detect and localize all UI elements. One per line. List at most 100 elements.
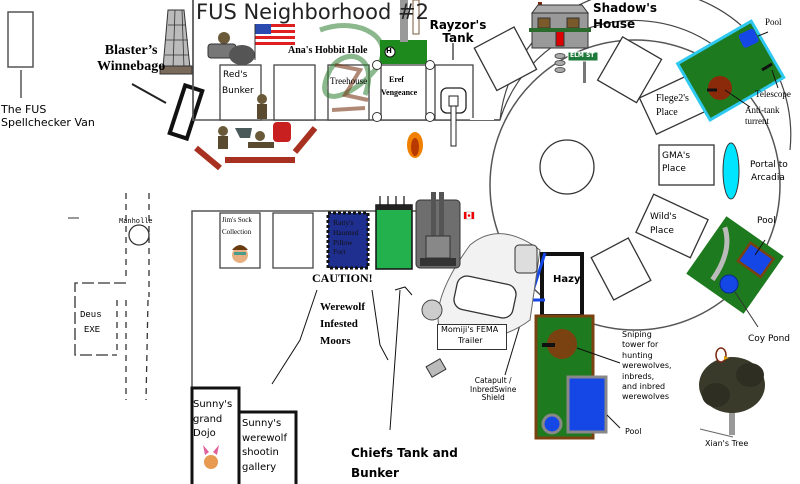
- coy-pond-label: Coy Pond: [748, 334, 791, 344]
- spellchecker-van-label: The FUS Spellchecker Van: [1, 103, 95, 129]
- sewer-lines: [116, 193, 150, 401]
- corner-post: [425, 112, 435, 122]
- portal-label-1: Portal to: [750, 160, 788, 170]
- telescope-pointer: [771, 69, 779, 89]
- caution-label: CAUTION!: [312, 271, 373, 285]
- wilds-yard[interactable]: [686, 216, 784, 314]
- sniper-gun: [542, 343, 555, 347]
- empty-lot-ring-3[interactable]: [590, 237, 652, 301]
- momiji-sign: [437, 324, 507, 350]
- reds-bunker-label-2: Bunker: [222, 86, 254, 96]
- jim-avatar: [232, 245, 248, 263]
- gma-place-lot[interactable]: [658, 144, 715, 186]
- sniping-pointer: [576, 347, 621, 364]
- empty-lot-2[interactable]: [272, 212, 314, 269]
- telescope-label: Telescope: [755, 89, 791, 99]
- pool-top[interactable]: [738, 28, 760, 49]
- statue-tower: [159, 9, 193, 75]
- wilds-label-2: Place: [650, 226, 674, 236]
- eref-vengeance-lot[interactable]: [380, 64, 427, 121]
- cul-de-sac-center: [539, 139, 595, 195]
- gma-label-1: GMA's: [662, 151, 691, 161]
- chiefs-tank-label: Chiefs Tank and Bunker: [351, 446, 458, 481]
- pool-bottom-pointer: [606, 414, 621, 429]
- jims-sock-lot[interactable]: [219, 212, 261, 269]
- gma-label-2: Place: [662, 164, 686, 174]
- pool-top-pointer: [757, 31, 769, 37]
- coy-pond-pointer: [734, 291, 759, 328]
- canada-flag: [463, 211, 475, 220]
- tank-barrel: [450, 105, 457, 147]
- corner-post: [372, 112, 382, 122]
- moors-label: Werewolf Infested Moors: [320, 301, 366, 348]
- spellchecker-van-lot[interactable]: [7, 11, 34, 68]
- sniping-tower[interactable]: [547, 329, 577, 359]
- reds-bunker-label-1: Red's: [223, 70, 248, 80]
- manhole[interactable]: [128, 224, 150, 246]
- chiefs-pointer: [389, 289, 401, 431]
- deus-label-1: Deus: [80, 310, 102, 320]
- anti-tank-turret[interactable]: [708, 76, 732, 100]
- hazy-label: Hazy: [553, 274, 581, 285]
- tank-turret: [448, 95, 459, 107]
- elm-st-label: ELM ST: [570, 52, 595, 59]
- momiji-label-2: Trailer: [458, 336, 483, 345]
- empty-lot-ring-1[interactable]: [473, 26, 538, 92]
- soldiers-and-sandbags: [194, 32, 318, 171]
- portal-to-arcadia[interactable]: [722, 142, 740, 200]
- flege2-yard[interactable]: [675, 19, 786, 123]
- turret-pointer: [724, 89, 751, 108]
- arrow-head: [394, 286, 413, 296]
- hazy-lot[interactable]: [540, 252, 584, 318]
- moors-line-right: [371, 289, 389, 361]
- pillow-fort-label: Ratty's Haunted Pillow Fort: [333, 218, 359, 257]
- catapult-label: Catapult / InbredSwine Shield: [470, 376, 517, 403]
- eref-label-1: Eref: [389, 75, 404, 84]
- sunny-gallery-label: Sunny's werewolf shootin gallery: [242, 418, 287, 473]
- anti-tank-label-2: turrent: [745, 116, 769, 126]
- manhole-label: Manholle: [119, 218, 153, 226]
- shadows-house[interactable]: [529, 2, 591, 49]
- reds-bunker-lot[interactable]: [219, 64, 262, 121]
- bird-icon: [715, 347, 729, 363]
- flege2-label-2: Place: [656, 107, 678, 118]
- coy-pond[interactable]: [719, 274, 739, 294]
- portal-label-2: Arcadia: [751, 173, 785, 183]
- jims-label-1: Jim's Sock: [222, 216, 252, 224]
- us-flag: [254, 24, 295, 60]
- shadow-label-2: House: [593, 17, 636, 31]
- flege2-label-1: Flege2's: [656, 93, 689, 104]
- wild-pool-pointer: [754, 239, 766, 256]
- pool-bottom-label: Pool: [625, 427, 642, 436]
- anas-hobbit-hole-label: Ana's Hobbit Hole: [288, 45, 368, 56]
- treehouse-label: Treehouse: [330, 76, 368, 86]
- jims-label-2: Collection: [222, 228, 252, 236]
- pool-bottom[interactable]: [566, 375, 608, 434]
- momiji-fema-trailer[interactable]: [421, 233, 541, 378]
- moors-line-left: [271, 289, 318, 385]
- bunker-antennas: [379, 196, 405, 205]
- xians-tree[interactable]: [699, 357, 765, 438]
- stepping-stones: [554, 53, 566, 73]
- wilds-place-lot[interactable]: [635, 193, 709, 259]
- momiji-label-1: Momiji's FEMA: [441, 325, 499, 334]
- eref-label-2: Vengeance: [381, 88, 418, 97]
- flaming-man: [407, 132, 423, 158]
- helipad-label: H: [386, 47, 392, 55]
- chiefs-bunker[interactable]: [375, 204, 413, 270]
- rail-ladder: [412, 0, 420, 35]
- empty-lot-1[interactable]: [273, 64, 316, 121]
- empty-lot-ring-2[interactable]: [596, 35, 663, 104]
- sign-pole: [583, 58, 586, 83]
- pillow-fort-lot[interactable]: [326, 211, 370, 270]
- corner-post: [425, 60, 435, 70]
- wilds-pool-label: Pool: [757, 216, 776, 226]
- sunny-gallery-lot[interactable]: [237, 410, 298, 484]
- blaster-pointer: [131, 83, 167, 104]
- chiefs-tank[interactable]: [415, 192, 461, 269]
- blaster-winnebago[interactable]: [167, 82, 205, 142]
- blaster-winnebago-label: Blaster’s Winnebago: [97, 43, 166, 75]
- corner-post: [372, 60, 382, 70]
- deus-exe-lot[interactable]: [74, 282, 126, 356]
